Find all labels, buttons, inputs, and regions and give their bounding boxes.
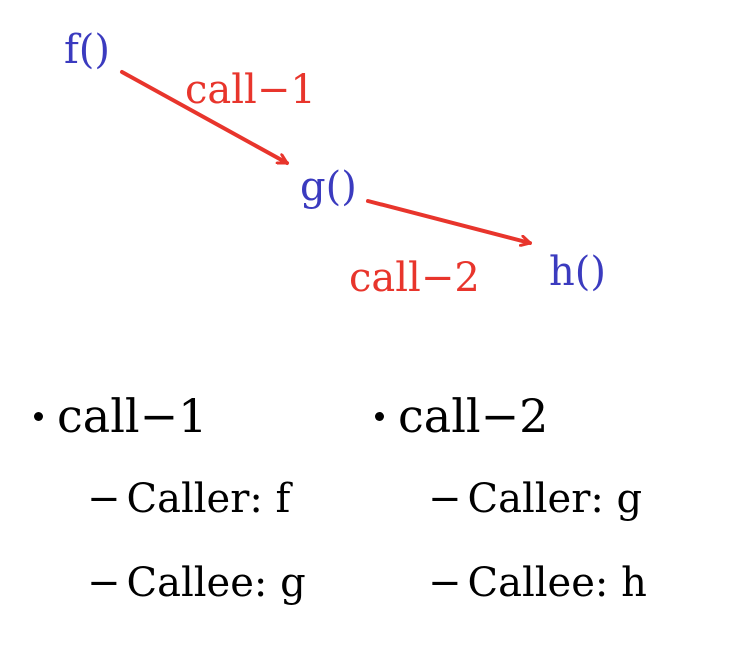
call-2-list: call−2 −Caller: g −Callee: h bbox=[371, 393, 647, 603]
call-2-label: call−2 bbox=[349, 255, 480, 301]
call-1-caller-text: Caller: f bbox=[126, 476, 291, 522]
call-2-title-text: call−2 bbox=[398, 389, 549, 443]
call-1-caller-item: −Caller: f bbox=[87, 479, 306, 519]
node-g: g() bbox=[300, 164, 357, 210]
bullet-icon bbox=[34, 411, 43, 421]
call-1-title-text: call−1 bbox=[57, 389, 208, 443]
call-2-callee-item: −Callee: h bbox=[428, 563, 647, 603]
call-1-callee-text: Callee: g bbox=[126, 560, 306, 606]
node-h: h() bbox=[549, 249, 606, 295]
dash-icon: − bbox=[428, 560, 462, 606]
call-1-arrow bbox=[120, 70, 289, 165]
call-2-list-title: call−2 bbox=[371, 393, 647, 439]
call-1-label: call−1 bbox=[185, 67, 316, 113]
call-2-caller-item: −Caller: g bbox=[428, 479, 647, 519]
dash-icon: − bbox=[428, 476, 462, 522]
call-1-list: call−1 −Caller: f −Callee: g bbox=[30, 393, 306, 603]
call-2-callee-text: Callee: h bbox=[467, 560, 647, 606]
dash-icon: − bbox=[87, 476, 121, 522]
call-2-arrow bbox=[366, 199, 532, 243]
bullet-icon bbox=[375, 411, 384, 421]
dash-icon: − bbox=[87, 560, 121, 606]
node-f: f() bbox=[64, 27, 111, 73]
call-1-callee-item: −Callee: g bbox=[87, 563, 306, 603]
call-1-list-title: call−1 bbox=[30, 393, 306, 439]
call-2-caller-text: Caller: g bbox=[467, 476, 643, 522]
